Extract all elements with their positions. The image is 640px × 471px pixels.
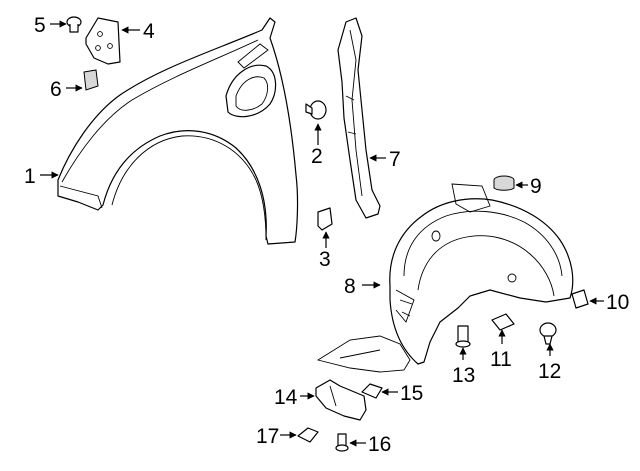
fender-part-1[interactable] <box>57 17 299 245</box>
callout-4: 4 <box>143 20 155 43</box>
push-pin-part-2[interactable] <box>305 100 327 120</box>
callout-16: 16 <box>368 433 391 456</box>
nut-part-17[interactable] <box>297 427 319 443</box>
callout-17: 17 <box>256 425 279 448</box>
callout-1: 1 <box>24 165 36 188</box>
callout-13: 13 <box>452 364 475 387</box>
clip-part-10[interactable] <box>571 289 589 309</box>
callout-8: 8 <box>344 275 356 298</box>
callout-labels: 1 2 3 4 5 6 7 8 9 10 11 12 13 14 15 16 1… <box>24 14 629 456</box>
insulator-part-6[interactable] <box>83 69 99 91</box>
bolt-part-13[interactable] <box>455 325 471 348</box>
liner-part-8[interactable] <box>316 183 574 373</box>
callout-7: 7 <box>389 148 401 171</box>
plug-part-9[interactable] <box>493 175 515 191</box>
callout-12: 12 <box>538 360 561 383</box>
callout-2: 2 <box>311 145 323 168</box>
callout-11: 11 <box>490 348 512 371</box>
callout-3: 3 <box>319 248 331 271</box>
nut-part-15[interactable] <box>361 383 383 399</box>
nut-part-3[interactable] <box>317 207 333 231</box>
deflector-part-14[interactable] <box>315 379 367 421</box>
callout-15: 15 <box>400 382 423 405</box>
push-pin-part-12[interactable] <box>539 322 557 345</box>
callout-10: 10 <box>606 291 629 314</box>
callout-14: 14 <box>274 386 298 409</box>
bracket-part-4[interactable] <box>85 17 121 65</box>
brace-part-7[interactable] <box>337 17 381 219</box>
clip-part-5[interactable] <box>66 16 82 33</box>
screw-part-16[interactable] <box>335 433 349 452</box>
callout-5: 5 <box>34 14 46 37</box>
callout-9: 9 <box>530 175 542 198</box>
nut-part-11[interactable] <box>491 313 515 331</box>
callout-6: 6 <box>50 78 62 101</box>
leader-lines <box>40 20 604 447</box>
